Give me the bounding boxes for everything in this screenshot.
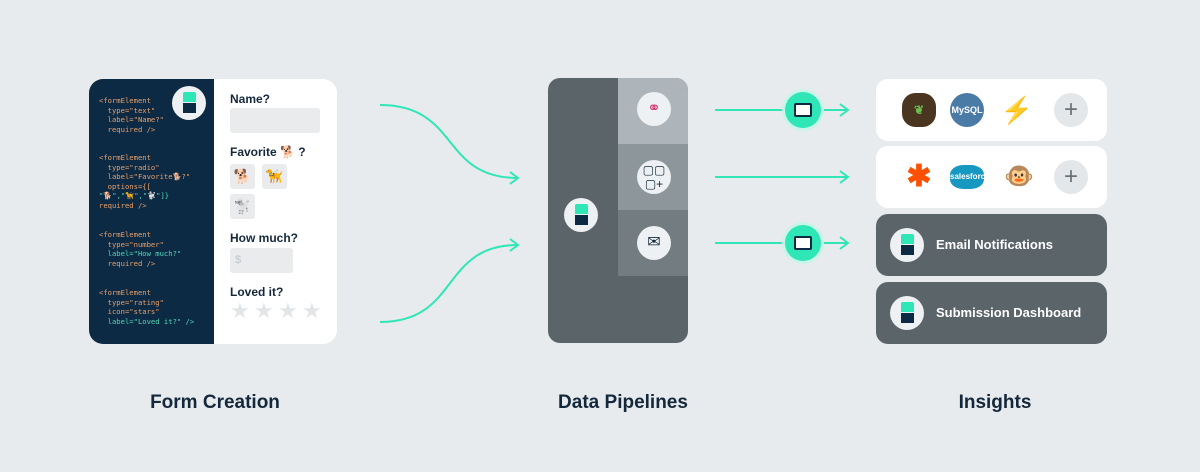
code-block-text: <formElement type="text" label="Name?" r… [99, 96, 164, 134]
add-database-button[interactable]: + [1054, 93, 1088, 127]
code-block-number: <formElement type="number" label="How mu… [99, 230, 182, 268]
submission-dashboard-label: Submission Dashboard [936, 305, 1082, 320]
star-icon[interactable]: ★ [278, 298, 298, 323]
email-notifications-label: Email Notifications [936, 237, 1054, 252]
form-preview: Name? Favorite 🐕 ? 🐕 🦮 🐩 How much? $ Lov… [214, 79, 337, 344]
webhook-icon[interactable]: ⚭ [637, 92, 671, 126]
how-much-label: How much? [230, 231, 298, 245]
pipeline-panel: ⚭ ▢▢▢+ ✉ [548, 78, 688, 343]
table-icon [785, 92, 821, 128]
integrations-icon[interactable]: ▢▢▢+ [637, 160, 671, 194]
email-notifications-card[interactable]: Email Notifications [876, 214, 1107, 276]
favorite-label: Favorite 🐕 ? [230, 145, 306, 159]
mysql-icon: MySQL [950, 93, 984, 127]
option-dog-3[interactable]: 🐩 [230, 194, 255, 219]
submission-dashboard-card[interactable]: Submission Dashboard [876, 282, 1107, 344]
app-logo-icon [564, 198, 598, 232]
star-icon[interactable]: ★ [230, 298, 250, 323]
mailchimp-icon: 🐵 [1004, 163, 1034, 190]
app-logo-icon [890, 296, 924, 330]
supabase-icon: ⚡ [1000, 95, 1034, 125]
app-logo-icon [890, 228, 924, 262]
mongodb-icon: ❦ [902, 93, 936, 127]
code-block-rating: <formElement type="rating" icon="stars" … [99, 288, 195, 326]
star-icon[interactable]: ★ [302, 298, 322, 323]
option-dog-1[interactable]: 🐕 [230, 164, 255, 189]
option-dog-2[interactable]: 🦮 [262, 164, 287, 189]
app-logo-icon [172, 86, 206, 120]
loved-label: Loved it? [230, 285, 284, 299]
amount-input[interactable]: $ [230, 248, 293, 273]
name-label: Name? [230, 92, 271, 106]
database-integrations-card: ❦ MySQL ⚡ + [876, 79, 1107, 141]
form-creation-title: Form Creation [150, 392, 280, 413]
code-panel: <formElement type="text" label="Name?" r… [89, 79, 222, 344]
name-input[interactable] [230, 108, 320, 133]
add-app-button[interactable]: + [1054, 160, 1088, 194]
star-icon[interactable]: ★ [254, 298, 274, 323]
app-integrations-card: ✱ salesforce 🐵 + [876, 146, 1107, 208]
data-pipelines-title: Data Pipelines [558, 392, 688, 413]
email-icon[interactable]: ✉ [637, 226, 671, 260]
code-block-radio: <formElement type="radio" label="Favorit… [99, 153, 191, 210]
table-icon [785, 225, 821, 261]
zapier-icon: ✱ [906, 160, 932, 193]
insights-title: Insights [958, 392, 1032, 413]
salesforce-icon: salesforce [950, 165, 990, 189]
